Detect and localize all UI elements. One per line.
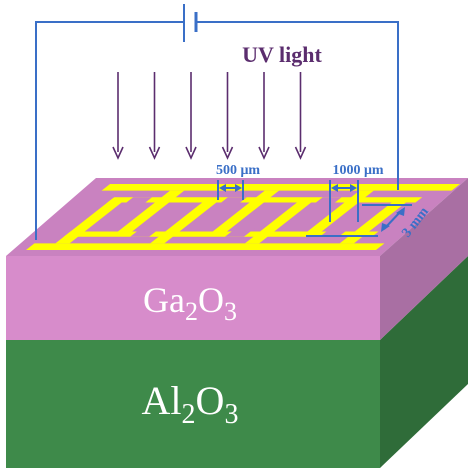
electrode-gap-end: [224, 231, 251, 237]
uv-arrow: [148, 72, 161, 160]
electrode-gap: [279, 202, 335, 232]
electrode-gap-end: [315, 197, 342, 203]
finger-spacing-label: 500 μm: [216, 163, 260, 178]
interdigitated-electrode: [26, 184, 460, 250]
circuit: [35, 4, 399, 240]
electrode-gap: [89, 202, 146, 232]
al2o3-layer: Al2O3: [6, 256, 468, 468]
uv-light-arrows: [112, 72, 307, 160]
uv-arrow: [221, 72, 234, 160]
electrode-gap: [136, 202, 193, 232]
width-dimension-marker: [306, 204, 412, 237]
electrode-gap-end: [130, 231, 156, 237]
uv-arrow: [185, 72, 197, 160]
electrode-gap-end: [221, 197, 247, 203]
electrode-gap: [231, 202, 288, 232]
electrode-back-bar: [101, 184, 460, 191]
length-dimension-marker: [329, 180, 359, 222]
circuit-wire-right: [196, 21, 399, 190]
ga2o3-label: Ga2O3: [143, 280, 237, 326]
electrode-front-bar: [26, 243, 385, 250]
uv-arrow: [112, 72, 124, 160]
electrode-gap-end: [126, 197, 153, 203]
uv-light-label: UV light: [242, 42, 322, 67]
electrode-gap: [184, 202, 241, 232]
al2o3-front-face: [6, 340, 380, 468]
ga2o3-front-face: [6, 256, 380, 340]
dimension-annotations: 500 μm 1000 μm 3 mm: [216, 163, 432, 240]
electrode-gap: [326, 202, 383, 232]
uv-arrow: [294, 72, 307, 160]
finger-length-label: 1000 μm: [332, 163, 383, 178]
ga2o3-side-face: [380, 178, 468, 340]
electrode-inner-bar-back: [107, 197, 423, 203]
al2o3-label: Al2O3: [142, 378, 239, 430]
spacing-dimension-marker: [217, 180, 244, 200]
uv-arrow: [258, 72, 270, 160]
circuit-wire-left: [35, 21, 184, 240]
al2o3-side-face: [380, 256, 468, 468]
